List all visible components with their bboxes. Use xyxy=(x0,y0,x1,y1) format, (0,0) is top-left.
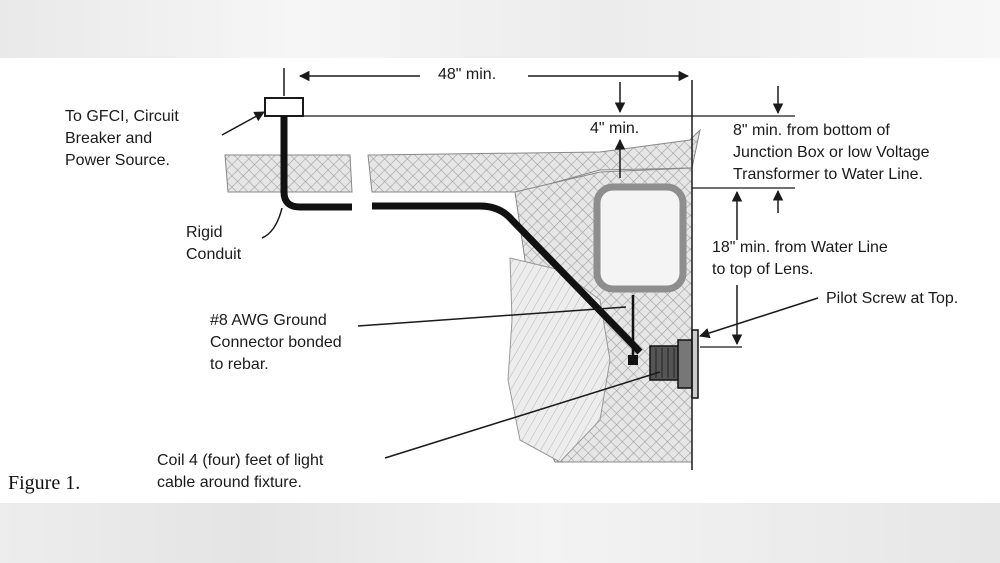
label-ground-connector: #8 AWG Ground Connector bonded to rebar. xyxy=(210,312,342,373)
label-width-min: 48" min. xyxy=(438,66,497,83)
gfci-leader xyxy=(221,111,265,136)
diagram-canvas xyxy=(0,58,1000,503)
deck-slab-left xyxy=(224,154,353,193)
label-four-inch-min: 4" min. xyxy=(590,120,640,137)
junction-box xyxy=(264,97,304,117)
label-pilot-screw: Pilot Screw at Top. xyxy=(826,290,959,307)
conduit-leader xyxy=(261,207,283,239)
label-eight-inch-min: 8" min. from bottom of Junction Box or l… xyxy=(733,122,930,183)
pilot-screw-leader xyxy=(699,297,819,339)
coil-leader xyxy=(384,371,661,459)
label-gfci-power-source: To GFCI, Circuit Breaker and Power Sourc… xyxy=(65,108,179,169)
ground-leader xyxy=(357,306,627,327)
rigid-conduit xyxy=(280,116,352,211)
label-rigid-conduit: Rigid Conduit xyxy=(186,224,242,263)
blurred-top-band xyxy=(0,0,1000,58)
figure-caption: Figure 1. xyxy=(8,472,81,494)
blurred-bottom-band xyxy=(0,503,1000,563)
light-cable xyxy=(372,202,643,355)
label-coil-cable: Coil 4 (four) feet of light cable around… xyxy=(157,452,324,491)
light-niche-box xyxy=(593,183,687,293)
label-eighteen-inch-min: 18" min. from Water Line to top of Lens. xyxy=(712,239,888,278)
ground-lug xyxy=(628,355,638,365)
